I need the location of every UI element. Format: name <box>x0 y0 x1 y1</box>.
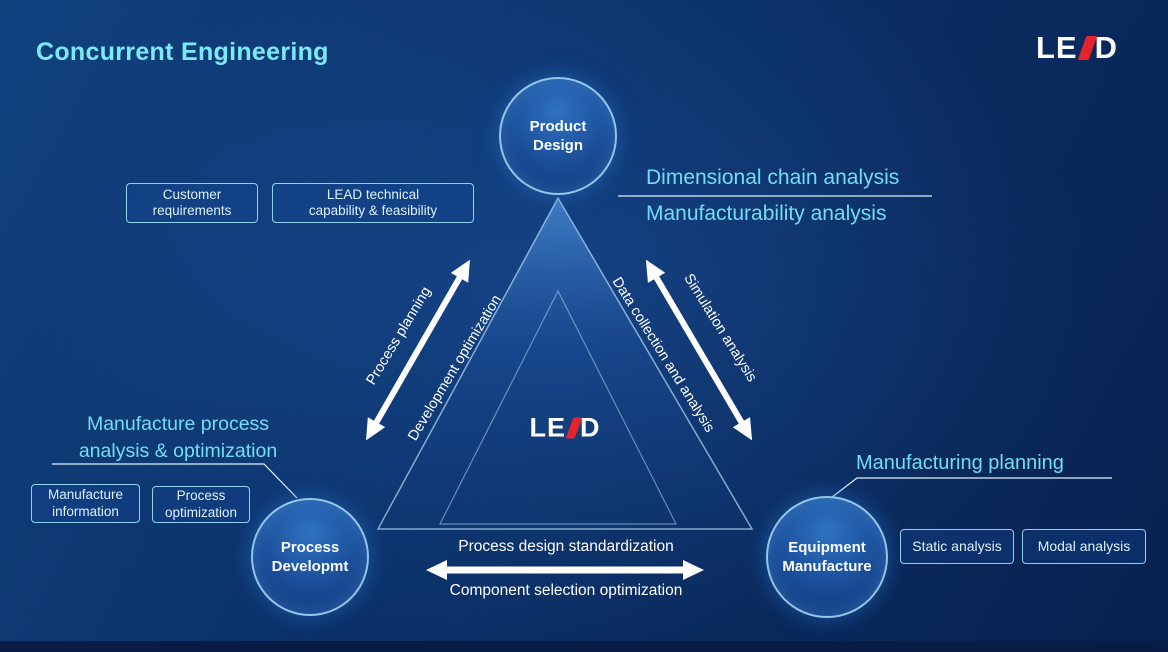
lead-logo-d: D <box>1094 30 1118 65</box>
lead-logo-le: LE <box>1035 30 1078 65</box>
callout-manufacture-process-line2: analysis & optimization <box>78 440 278 462</box>
info-box-customer-requirements: Customer requirements <box>126 183 258 223</box>
node-process-development-line1: Process <box>280 539 340 556</box>
edge-label-process-design-standardization: Process design standardization <box>458 538 674 555</box>
info-box-static-analysis: Static analysis <box>900 529 1014 564</box>
info-box-manufacture-information: Manufacture information <box>31 484 140 523</box>
leader-line-equipment <box>822 477 1112 505</box>
info-box-lead-capability: LEAD technical capability & feasibility <box>272 183 474 223</box>
info-box-process-optimization-line2: optimization <box>164 504 238 520</box>
callout-manufacture-process-line1: Manufacture process <box>86 413 270 435</box>
lead-logo: LE D <box>1036 30 1118 66</box>
info-box-process-optimization: Process optimization <box>152 486 250 523</box>
info-box-customer-requirements-line1: Customer <box>162 186 222 202</box>
info-box-manufacture-information-line2: information <box>52 503 119 519</box>
edge-label-simulation-analysis: Simulation analysis <box>680 271 760 385</box>
node-equipment-manufacture-line1: Equipment <box>788 539 866 556</box>
info-box-lead-capability-line1: LEAD technical <box>326 186 420 202</box>
node-product-design: Product Design <box>499 77 617 195</box>
info-box-customer-requirements-line2: requirements <box>152 203 232 218</box>
callout-manufacture-process: Manufacture process analysis & optimizat… <box>28 411 328 465</box>
center-lead-logo-le: LE <box>529 412 567 443</box>
info-box-manufacture-information-line1: Manufacture <box>47 487 124 502</box>
node-product-design-line1: Product <box>529 118 587 135</box>
bottom-bar <box>0 641 1168 652</box>
node-equipment-manufacture: Equipment Manufacture <box>766 496 888 618</box>
callout-manufacturing-planning: Manufacturing planning <box>856 452 1064 474</box>
node-process-development-line2: Developmt <box>271 558 349 575</box>
info-box-lead-capability-line2: capability & feasibility <box>308 203 438 218</box>
info-box-static-analysis-label: Static analysis <box>912 538 1002 555</box>
info-box-process-optimization-line1: Process <box>176 488 226 503</box>
node-product-design-line2: Design <box>532 137 583 154</box>
outer-triangle <box>376 196 754 530</box>
center-lead-logo: LE D <box>529 413 600 444</box>
callout-dimensional-chain-analysis: Dimensional chain analysis <box>646 166 900 189</box>
center-lead-logo-d: D <box>580 412 601 443</box>
info-box-modal-analysis: Modal analysis <box>1022 529 1146 564</box>
edge-label-process-planning: Process planning <box>363 284 435 388</box>
node-equipment-manufacture-line2: Manufacture <box>782 558 872 575</box>
node-process-development: Process Developmt <box>251 498 369 616</box>
page-title: Concurrent Engineering <box>36 38 329 66</box>
edge-label-component-selection-optimization: Component selection optimization <box>449 582 683 599</box>
callout-manufacturability-analysis: Manufacturability analysis <box>646 202 887 225</box>
info-box-modal-analysis-label: Modal analysis <box>1037 538 1131 555</box>
